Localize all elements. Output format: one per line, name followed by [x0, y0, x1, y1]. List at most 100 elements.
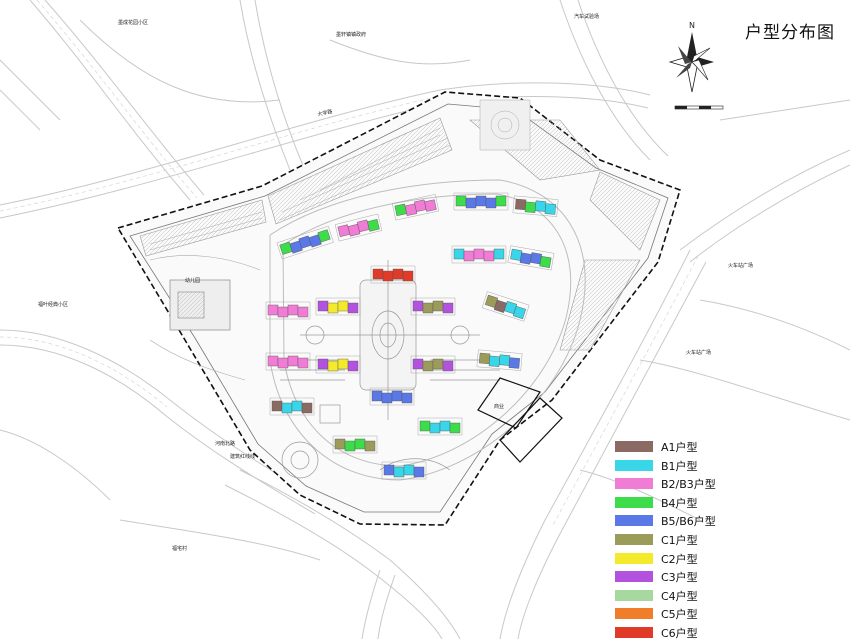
unit-block [512, 305, 526, 320]
building-outline [269, 397, 315, 416]
legend-item: C1户型 [615, 531, 845, 550]
apartment-building [276, 225, 334, 260]
unit-block [372, 268, 384, 280]
place-labels: 墨成花园小区 墨轩镇镇政府 汽车试验场 大学路 福叶经典小区 火车站广场 火车站… [38, 13, 753, 552]
building-outline [265, 301, 311, 320]
unit-block [277, 357, 289, 369]
label-university-road: 大学路 [317, 108, 333, 118]
unit-block [488, 355, 501, 367]
label-test-field: 汽车试验场 [574, 13, 599, 20]
building-outline [410, 297, 456, 316]
unit-block [514, 198, 527, 211]
legend-item: C3户型 [615, 568, 845, 587]
unit-block [424, 199, 437, 212]
unit-block [297, 306, 309, 318]
apartment-building [265, 301, 311, 320]
unit-block [413, 466, 425, 478]
unit-block [478, 352, 491, 365]
building-outline [476, 349, 523, 371]
unit-block [519, 252, 532, 265]
legend-label: C3户型 [661, 571, 698, 585]
label-fuzhai-village: 福宅村 [172, 545, 187, 552]
apartment-building [391, 194, 440, 221]
unit-block [475, 195, 487, 207]
building-outline [451, 245, 507, 264]
building-outline [453, 192, 509, 211]
legend-swatch [615, 515, 653, 527]
building-outline [512, 195, 559, 217]
unit-block [364, 440, 376, 452]
apartment-building [315, 355, 361, 374]
commercial-corner [477, 377, 563, 463]
apartment-building [332, 435, 378, 454]
legend-label: C1户型 [661, 533, 698, 547]
unit-block [463, 250, 475, 262]
apartment-building [417, 417, 463, 436]
unit-block [495, 195, 507, 207]
unit-block [271, 400, 283, 412]
unit-block [493, 248, 505, 260]
unit-block [317, 229, 331, 243]
apartment-building [451, 245, 507, 264]
building-outline [332, 435, 378, 454]
unit-block [392, 268, 404, 280]
label-henan-north-road: 河南北路 [215, 440, 235, 447]
unit-block [287, 304, 299, 316]
unit-block [327, 360, 339, 372]
unit-block [529, 252, 542, 265]
unit-block [403, 464, 415, 476]
apartment-buildings [265, 192, 559, 480]
legend-swatch [615, 441, 653, 452]
building-outline [315, 297, 361, 316]
unit-block [267, 355, 279, 367]
unit-block [371, 390, 383, 402]
legend-swatch [615, 496, 653, 508]
compass-north-label: N [689, 21, 695, 30]
unit-block [473, 248, 485, 260]
apartment-building [334, 213, 383, 242]
unit-block [534, 200, 547, 212]
unit-block [419, 420, 431, 432]
unit-block [317, 300, 329, 312]
apartment-building [370, 265, 416, 284]
unit-block [422, 302, 434, 314]
apartment-building [481, 291, 530, 322]
unit-block [483, 250, 495, 262]
apartment-building [315, 297, 361, 316]
unit-block [347, 360, 359, 372]
building-outline [369, 387, 415, 406]
unit-block [317, 358, 329, 370]
unit-block [383, 464, 395, 476]
label-town-government: 墨轩镇镇政府 [336, 31, 366, 38]
label-station-square-1: 火车站广场 [728, 262, 753, 269]
label-kindergarten: 幼儿园 [185, 277, 200, 284]
label-building-redline: 建筑红线线 [230, 453, 255, 460]
legend-label: B4户型 [661, 496, 698, 510]
building-outline [381, 461, 427, 480]
legend-item: C2户型 [615, 550, 845, 569]
map-title: 户型分布图 [745, 23, 835, 43]
legend-label: C6户型 [661, 626, 698, 640]
unit-block [412, 358, 424, 370]
unit-block [453, 248, 465, 260]
legend-item: C5户型 [615, 605, 845, 624]
apartment-building [369, 387, 415, 406]
unit-block [401, 392, 413, 404]
apartment-building [507, 245, 555, 271]
unit-block [524, 201, 537, 213]
unit-block [485, 197, 497, 209]
unit-block [354, 438, 366, 450]
unit-block [297, 357, 309, 369]
unit-block [465, 197, 477, 209]
legend-label: A1户型 [661, 441, 698, 454]
building-outline [417, 417, 463, 436]
unit-block [455, 195, 467, 207]
label-station-square-2: 火车站广场 [686, 349, 711, 356]
legend-item: C4户型 [615, 587, 845, 606]
unit-block [508, 357, 520, 369]
scale-bar [674, 105, 724, 110]
unit-block [432, 358, 444, 370]
legend-label: C4户型 [661, 589, 698, 603]
unit-block [432, 300, 444, 312]
unit-block [277, 306, 289, 318]
